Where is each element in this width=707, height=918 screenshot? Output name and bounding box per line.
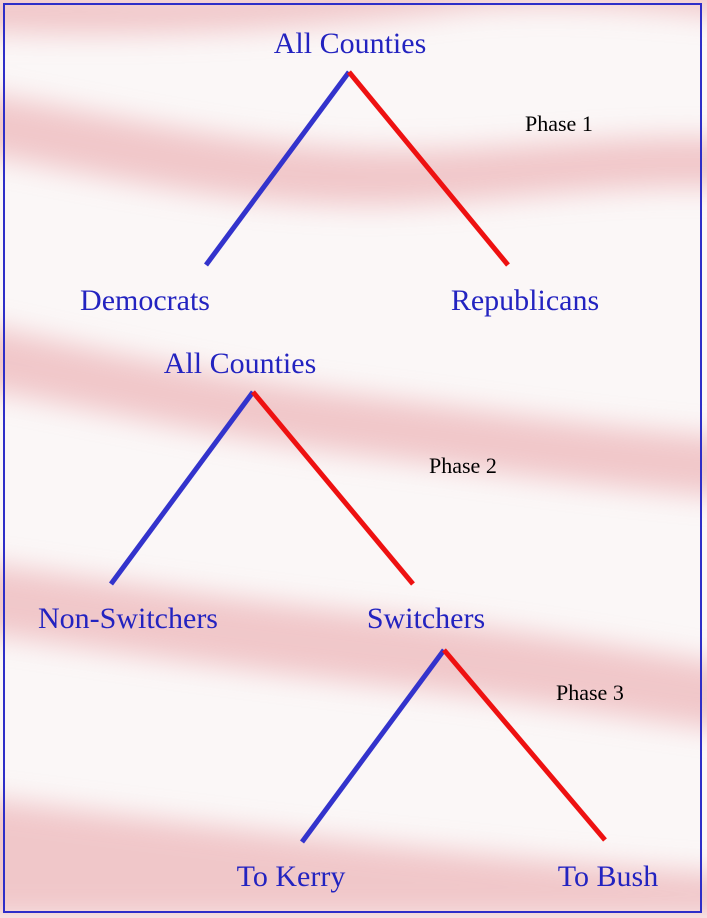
phase2-label: Phase 2 bbox=[429, 453, 497, 479]
switchers-node: Switchers bbox=[367, 602, 485, 636]
to-kerry-node: To Kerry bbox=[237, 860, 346, 894]
republicans-node: Republicans bbox=[451, 284, 599, 318]
phase3-left-branch bbox=[302, 650, 444, 842]
phase3-label: Phase 3 bbox=[556, 680, 624, 706]
phase3-right-branch bbox=[444, 650, 605, 840]
phase2-root-node: All Counties bbox=[164, 347, 317, 381]
non-switchers-node: Non-Switchers bbox=[38, 602, 218, 636]
to-bush-node: To Bush bbox=[558, 860, 658, 894]
phase1-left-branch bbox=[206, 72, 349, 265]
phase1-root-node: All Counties bbox=[274, 27, 427, 61]
phase2-left-branch bbox=[111, 392, 253, 584]
phase1-right-branch bbox=[349, 72, 508, 265]
phase1-label: Phase 1 bbox=[525, 111, 593, 137]
democrats-node: Democrats bbox=[80, 284, 210, 318]
phase2-right-branch bbox=[253, 392, 413, 584]
